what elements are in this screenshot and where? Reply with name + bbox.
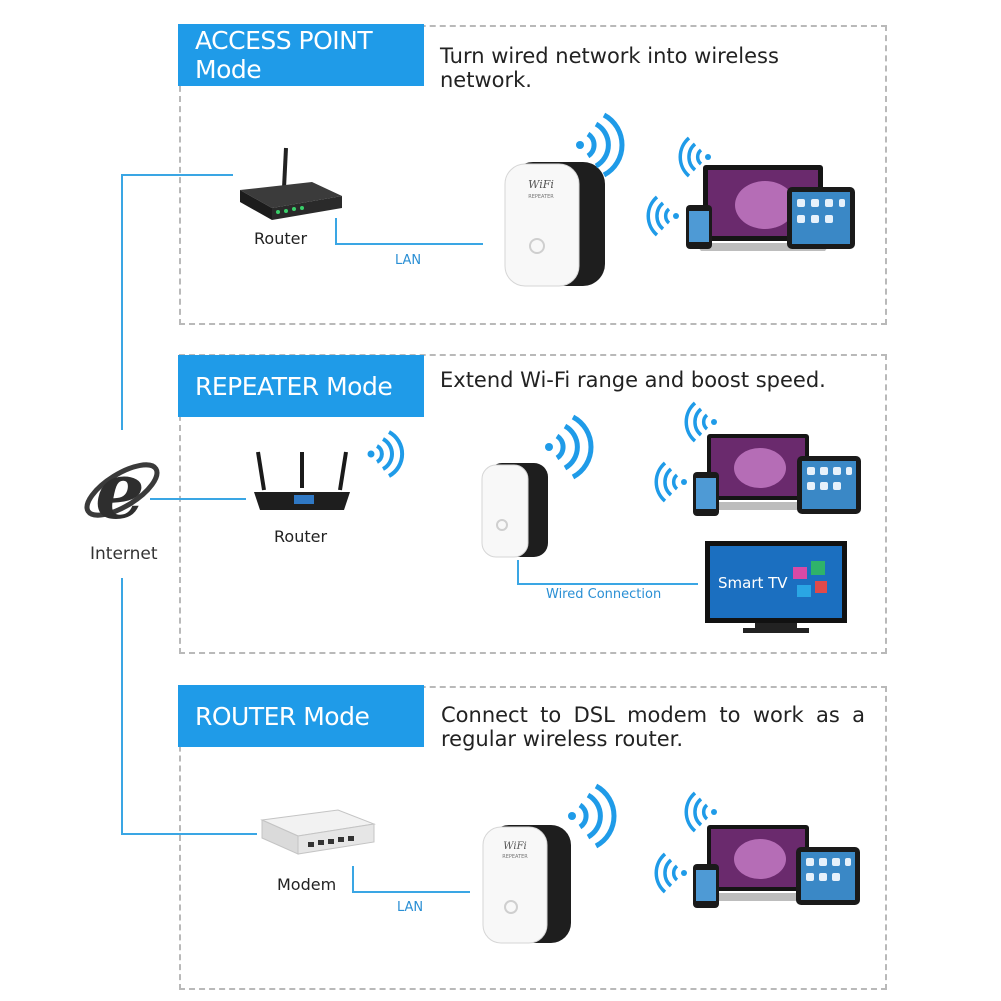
wifi-signal-small-icon — [654, 461, 687, 503]
internet-trunk-bottom — [121, 578, 123, 834]
repeater-model: REPEATER — [528, 194, 554, 200]
internet-label: Internet — [90, 544, 158, 564]
svg-text:e: e — [95, 446, 145, 537]
repeater-panel — [179, 354, 887, 654]
router-mode-title: ROUTER Mode — [178, 685, 424, 747]
wifi-repeater-icon: WiFi REPEATER — [482, 825, 571, 944]
wifi-repeater-icon: WiFi REPEATER — [504, 162, 605, 287]
modem-icon — [260, 809, 376, 855]
laptop-icon — [695, 165, 831, 251]
smartphone-icon — [693, 472, 719, 516]
modem-label: Modem — [277, 875, 337, 894]
wired-connection-line-h — [517, 583, 698, 585]
wifi-signal-small-icon — [646, 195, 679, 237]
wifi-signal-icon — [576, 112, 625, 178]
laptop-icon — [700, 825, 816, 901]
ap-router-label: Router — [254, 229, 308, 248]
repeater-mode-title: REPEATER Mode — [178, 355, 424, 417]
access-point-description: Turn wired network into wireless network… — [440, 44, 779, 92]
internet-explorer-icon: e — [84, 446, 160, 537]
wired-connection-label: Wired Connection — [546, 587, 662, 602]
wifi-signal-icon — [545, 414, 594, 480]
tablet-icon — [797, 456, 861, 514]
wifi-signal-small-icon — [654, 852, 687, 894]
smartphone-icon — [686, 205, 712, 249]
wifi-signal-small-icon — [684, 791, 717, 833]
smart-tv-label: Smart TV — [718, 574, 788, 592]
laptop-icon — [700, 434, 816, 510]
internet-trunk-top — [121, 174, 123, 430]
router-icon — [240, 147, 342, 220]
router-panel — [179, 686, 887, 990]
wifi-repeater-icon — [481, 463, 548, 558]
repeater-router-branch — [150, 498, 246, 500]
repeater-brand: WiFi — [503, 841, 526, 852]
repeater-router-label: Router — [274, 527, 328, 546]
tablet-icon — [796, 847, 860, 905]
access-point-mode-title: ACCESS POINT Mode — [178, 24, 424, 86]
router-lan-line-h — [352, 891, 470, 893]
wifi-signal-small-icon — [684, 401, 717, 443]
router-lan-line-v — [352, 866, 354, 892]
ap-router-branch — [121, 174, 233, 176]
repeater-brand: WiFi — [528, 178, 554, 191]
ap-lan-line-h — [335, 243, 483, 245]
wifi-signal-small-icon — [678, 136, 711, 178]
smartphone-icon — [693, 864, 719, 908]
repeater-description: Extend Wi-Fi range and boost speed. — [440, 368, 826, 392]
tablet-icon — [787, 187, 855, 249]
router-description: Connect to DSL modem to work as a regula… — [441, 703, 865, 751]
smart-tv-icon — [705, 541, 847, 633]
router-modem-branch — [121, 833, 257, 835]
wifi-signal-icon — [568, 783, 617, 849]
ap-lan-line-v — [335, 218, 337, 244]
ap-lan-label: LAN — [395, 253, 422, 268]
wired-connection-line-v — [517, 560, 519, 584]
repeater-model: REPEATER — [502, 854, 528, 860]
wifi-signal-icon — [367, 430, 405, 478]
router-lan-label: LAN — [397, 900, 424, 915]
router-icon — [254, 451, 350, 510]
